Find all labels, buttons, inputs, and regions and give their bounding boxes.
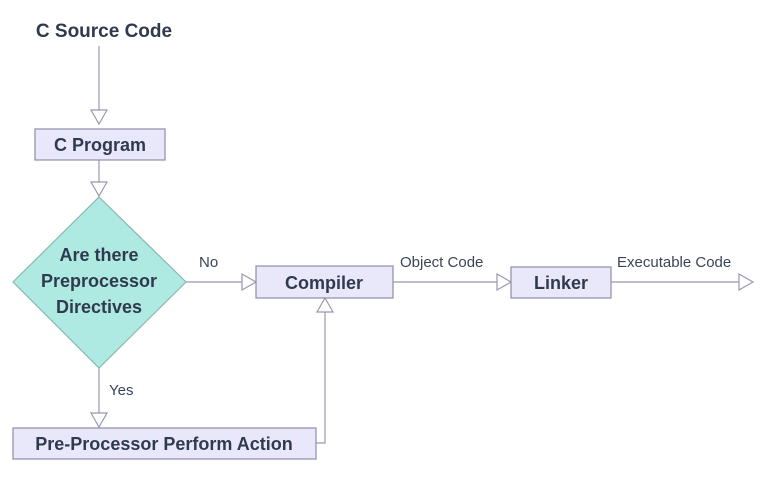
- arrowhead-up: [315, 296, 335, 313]
- c-program-label: C Program: [54, 135, 146, 155]
- arrowhead-right: [241, 272, 258, 292]
- decision-line-3: Directives: [56, 297, 142, 317]
- edge-program-to-decision: [89, 160, 109, 198]
- edge-source-to-program: [89, 46, 109, 126]
- node-linker: Linker: [510, 266, 612, 299]
- edge-label-object-code: Object Code: [400, 254, 483, 271]
- edge-linker-to-output: Executable Code: [611, 254, 755, 292]
- edge-compiler-to-linker: Object Code: [393, 254, 513, 292]
- compiler-label: Compiler: [285, 273, 363, 293]
- decision-line-2: Preprocessor: [41, 271, 157, 291]
- node-decision-preprocessor: Are there Preprocessor Directives: [12, 196, 187, 369]
- edge-label-yes: Yes: [109, 382, 133, 399]
- title-c-source-code: C Source Code: [36, 21, 172, 42]
- decision-line-1: Are there: [59, 245, 138, 265]
- linker-label: Linker: [534, 273, 588, 293]
- edge-label-no: No: [199, 254, 218, 271]
- arrowhead-down: [89, 109, 109, 126]
- arrowhead-right: [738, 272, 755, 292]
- edge-decision-to-preprocessor: Yes: [89, 368, 133, 429]
- preprocessor-action-label: Pre-Processor Perform Action: [35, 434, 292, 454]
- arrowhead-down: [89, 412, 109, 429]
- arrowhead-right: [496, 272, 513, 292]
- node-c-program: C Program: [34, 128, 166, 161]
- edge-label-executable-code: Executable Code: [617, 254, 731, 271]
- edge-decision-to-compiler: No: [186, 254, 258, 292]
- node-preprocessor-action: Pre-Processor Perform Action: [12, 427, 317, 460]
- arrowhead-down: [89, 181, 109, 198]
- node-compiler: Compiler: [255, 265, 394, 299]
- edge-preprocessor-to-compiler: [315, 296, 335, 444]
